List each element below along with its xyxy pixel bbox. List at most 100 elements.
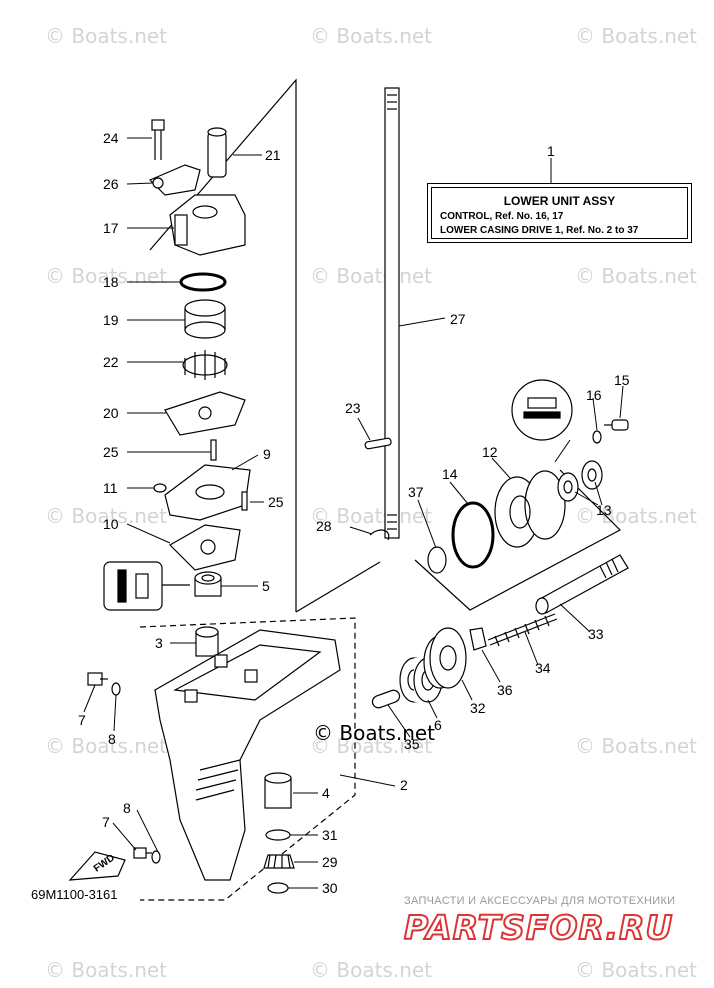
callout-22: 22 — [103, 354, 119, 370]
callout-27: 27 — [450, 311, 466, 327]
watermark: © Boats.net — [310, 264, 433, 288]
lower-casing — [154, 629, 341, 881]
assembly-line-drive: LOWER CASING DRIVE 1, Ref. No. 2 to 37 — [440, 225, 639, 236]
part-number: 69M1100-3161 — [31, 887, 118, 902]
callout-9: 9 — [263, 446, 271, 462]
impeller-22 — [182, 350, 228, 380]
callout-34: 34 — [535, 660, 551, 676]
assembly-line-control: CONTROL, Ref. No. 16, 17 — [440, 211, 564, 222]
watermark: © Boats.net — [575, 958, 698, 982]
watermark: © Boats.net — [310, 958, 433, 982]
washer-37 — [427, 546, 447, 574]
washer-8 — [111, 682, 121, 696]
watermark: © Boats.net — [575, 734, 698, 758]
callout-26: 26 — [103, 176, 119, 192]
washer-16 — [592, 430, 602, 444]
callout-36: 36 — [497, 682, 513, 698]
lower-casing-outline — [139, 617, 356, 901]
callout-29: 29 — [322, 854, 338, 870]
sleeve-35 — [371, 689, 401, 709]
callout-28: 28 — [316, 518, 332, 534]
brand-logo: PARTSFOR.RU — [403, 907, 674, 948]
callout-5: 5 — [262, 578, 270, 594]
nut-30 — [267, 882, 289, 894]
callout-37: 37 — [408, 484, 424, 500]
callout-8: 8 — [123, 800, 131, 816]
callout-23: 23 — [345, 400, 361, 416]
bolt-15 — [604, 419, 629, 431]
pin-25 — [210, 439, 217, 461]
seal-detail-circle — [511, 379, 573, 441]
o-ring-14 — [451, 501, 495, 569]
callout-8: 8 — [108, 731, 116, 747]
pinion-29 — [263, 854, 295, 869]
bearing-5 — [194, 571, 222, 597]
propeller-shaft-33 — [535, 554, 629, 615]
housing-17 — [169, 194, 246, 256]
drive-shaft — [384, 87, 400, 539]
sleeve-4 — [264, 772, 292, 809]
callout-20: 20 — [103, 405, 119, 421]
ring-11 — [153, 483, 167, 493]
callout-10: 10 — [103, 516, 119, 532]
callout-16: 16 — [586, 387, 602, 403]
callout-32: 32 — [470, 700, 486, 716]
watermark: © Boats.net — [45, 264, 168, 288]
callout-12: 12 — [482, 444, 498, 460]
brand-tagline: ЗАПЧАСТИ И АКСЕССУАРЫ ДЛЯ МОТОТЕХНИКИ — [404, 895, 676, 907]
callout-33: 33 — [588, 626, 604, 642]
watermark: © Boats.net — [310, 504, 433, 528]
watermark: © Boats.net — [575, 24, 698, 48]
callout-13: 13 — [596, 502, 612, 518]
screw-7 — [133, 847, 152, 859]
plate-26 — [148, 164, 201, 196]
assembly-note-inner: LOWER UNIT ASSY CONTROL, Ref. No. 16, 17… — [431, 187, 688, 239]
callout-14: 14 — [442, 466, 458, 482]
spring-34 — [487, 613, 558, 647]
washer-31 — [265, 829, 291, 841]
bushing-3 — [195, 626, 219, 657]
watermark: © Boats.net — [45, 504, 168, 528]
upper-guide-lines — [149, 78, 297, 612]
screw-7 — [87, 672, 108, 686]
fwd-arrow — [68, 851, 126, 881]
callout-25: 25 — [268, 494, 284, 510]
callout-30: 30 — [322, 880, 338, 896]
callout-31: 31 — [322, 827, 338, 843]
callout-21: 21 — [265, 147, 281, 163]
clutch-36 — [469, 627, 487, 651]
washer-8 — [151, 850, 161, 864]
gear-32 — [423, 627, 467, 689]
callout-25: 25 — [103, 444, 119, 460]
watermark: © Boats.net — [310, 734, 433, 758]
callout-19: 19 — [103, 312, 119, 328]
callout-15: 15 — [614, 372, 630, 388]
pin-25 — [241, 491, 248, 511]
cartridge-19 — [184, 299, 226, 339]
assembly-note-box: LOWER UNIT ASSY CONTROL, Ref. No. 16, 17… — [427, 183, 692, 243]
callout-7: 7 — [78, 712, 86, 728]
callout-11: 11 — [103, 480, 118, 496]
tube-21 — [207, 127, 227, 178]
o-ring-18 — [179, 272, 227, 292]
bolt-24 — [151, 119, 165, 160]
cap-12 — [494, 470, 566, 548]
leader-lines — [83, 137, 624, 889]
watermark: © Boats.net — [45, 24, 168, 48]
callout-3: 3 — [155, 635, 163, 651]
callout-1: 1 — [547, 143, 555, 159]
callout-18: 18 — [103, 274, 119, 290]
callout-24: 24 — [103, 130, 119, 146]
callout-7: 7 — [102, 814, 110, 830]
clip-28 — [369, 529, 390, 541]
boats-net-watermark: © Boats.net — [313, 721, 436, 745]
watermark: © Boats.net — [575, 264, 698, 288]
callout-4: 4 — [322, 785, 330, 801]
assembly-title: LOWER UNIT ASSY — [503, 194, 616, 208]
callout-6: 6 — [434, 717, 442, 733]
watermark: © Boats.net — [45, 734, 168, 758]
watermark: © Boats.net — [45, 958, 168, 982]
bearings-13 — [557, 460, 603, 502]
